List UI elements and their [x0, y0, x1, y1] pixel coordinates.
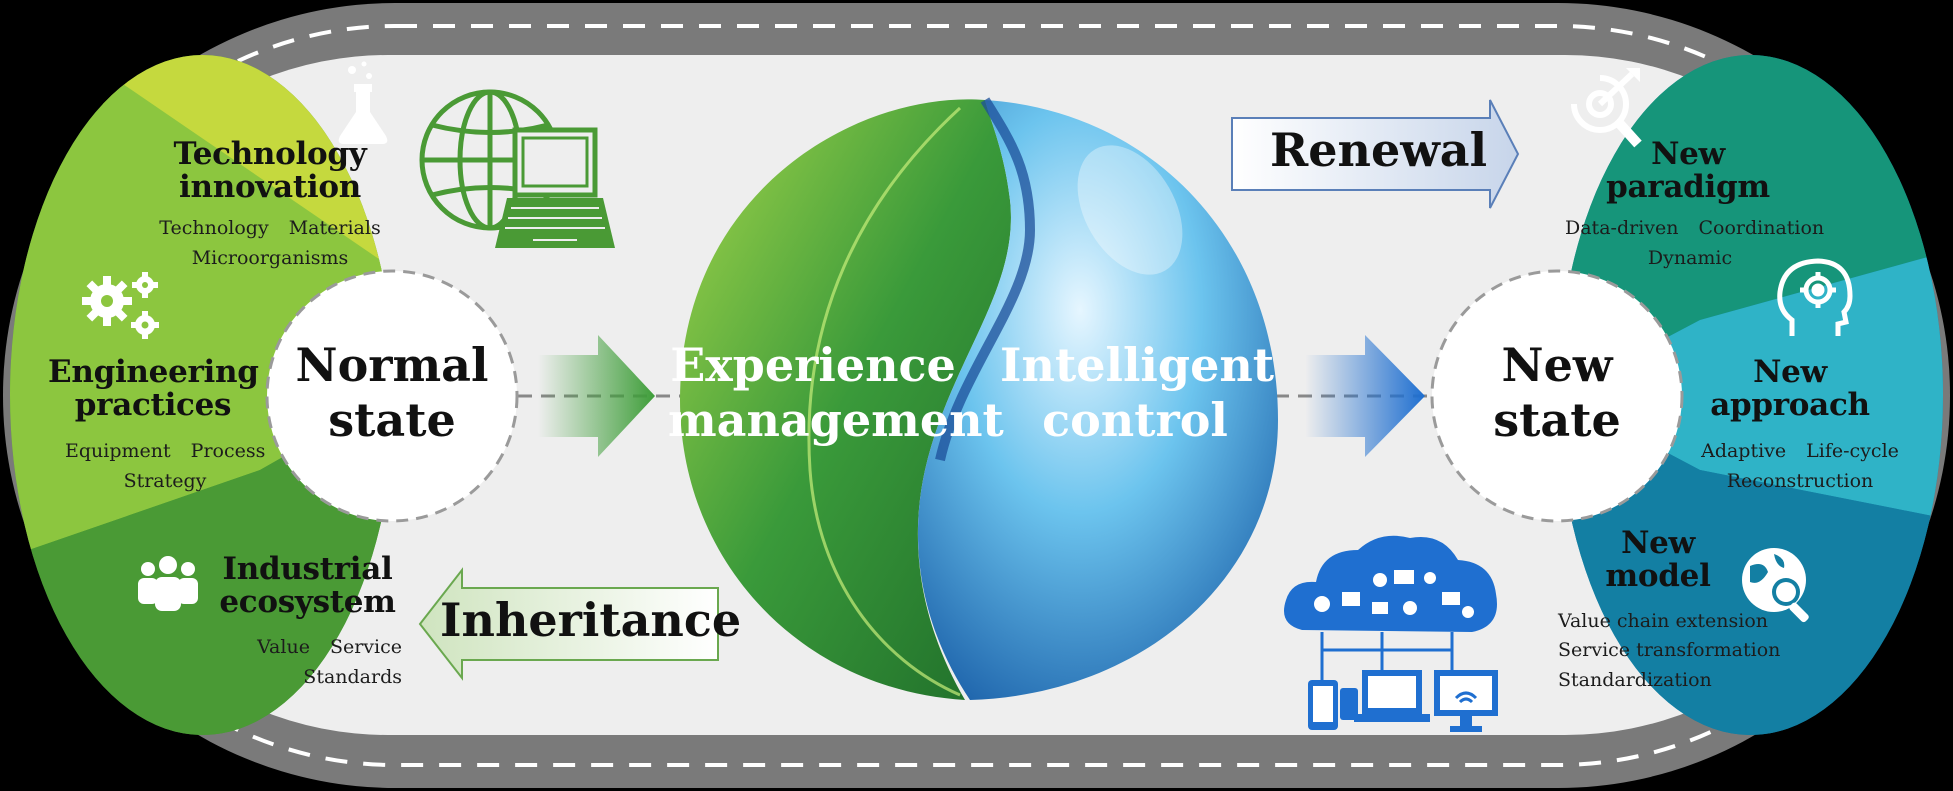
new-approach-title-line-2: approach	[1710, 386, 1870, 423]
new-approach-title: New approach	[1690, 356, 1890, 421]
item-service: Service	[329, 636, 402, 658]
engineering-practices-title-line-2: practices	[74, 386, 232, 423]
item-materials: Materials	[288, 217, 381, 239]
item-adaptive: Adaptive	[1701, 440, 1787, 462]
item-value: Value	[257, 636, 310, 658]
blue-drop-half	[917, 100, 1278, 700]
new-state-label: New state	[1457, 338, 1657, 448]
industrial-ecosystem-title-line-2: ecosystem	[219, 583, 396, 620]
item-standards: Standards	[303, 666, 402, 689]
item-microorganisms: Microorganisms	[191, 247, 349, 270]
new-state-circle	[1430, 269, 1684, 523]
road-lane-dashes	[24, 24, 1929, 767]
drop-dark-edge	[935, 97, 1036, 462]
item-technology: Technology	[159, 217, 269, 239]
item-service-transformation: Service transformation	[1558, 639, 1781, 662]
new-state-line-1: New	[1501, 338, 1613, 392]
inheritance-label: Inheritance	[440, 593, 742, 647]
industrial-ecosystem-title: Industrial ecosystem	[205, 553, 410, 618]
normal-state-circle	[265, 269, 519, 523]
technology-innovation-items: Technology Materials Microorganisms	[140, 213, 400, 274]
item-coordination: Coordination	[1698, 217, 1825, 239]
item-dynamic: Dynamic	[1647, 247, 1733, 270]
technology-innovation-title-line-2: innovation	[179, 168, 361, 205]
engineering-practices-title-line-1: Engineering	[48, 354, 259, 390]
new-paradigm-title-line-1: New	[1651, 136, 1725, 172]
item-life-cycle: Life-cycle	[1806, 440, 1899, 462]
item-value-chain-extension: Value chain extension	[1558, 610, 1769, 632]
leaf-vein	[807, 106, 962, 697]
renewal-label: Renewal	[1270, 123, 1488, 177]
new-model-title: New model	[1588, 527, 1728, 592]
drop-highlight	[1077, 145, 1183, 275]
management-line: management	[668, 393, 1004, 448]
new-paradigm-title: New paradigm	[1588, 138, 1788, 203]
head-gear-icon	[1777, 258, 1853, 336]
item-equipment: Equipment	[65, 440, 171, 462]
engineering-practices-items: Equipment Process Strategy	[55, 436, 275, 497]
experience-intelligence-sphere	[680, 97, 1278, 701]
engineering-practices-title: Engineering practices	[48, 354, 259, 423]
intelligent-line: Intelligent	[1000, 338, 1275, 392]
new-paradigm-items: Data-driven Coordination Dynamic	[1555, 213, 1825, 274]
renewal-arrow	[1231, 99, 1520, 209]
cloud-devices-icon	[1284, 535, 1498, 732]
inheritance-arrow	[418, 567, 719, 681]
technology-innovation-title-line-1: Technology	[173, 136, 367, 172]
new-approach-title-line-1: New	[1753, 354, 1827, 390]
experience-line: Experience	[670, 338, 956, 392]
target-magnifier-icon	[1571, 68, 1642, 148]
intelligent-control-label: Intelligent control	[1000, 338, 1275, 448]
new-model-title-line-1: New	[1621, 525, 1695, 561]
technology-innovation-title: Technology innovation	[170, 138, 370, 203]
new-model-items: Value chain extension Service transforma…	[1558, 607, 1798, 695]
globe-search-icon	[1742, 548, 1809, 623]
industrial-ecosystem-items: Value Service Standards	[212, 632, 412, 693]
item-process: Process	[190, 440, 266, 462]
normal-state-line-2: state	[328, 393, 456, 448]
control-line: control	[1042, 393, 1228, 448]
new-model-title-line-2: model	[1605, 557, 1711, 594]
new-approach-items: Adaptive Life-cycle Reconstruction	[1685, 436, 1915, 497]
normal-state-label: Normal state	[292, 338, 492, 448]
blue-flow-arrow	[1305, 335, 1425, 457]
new-state-line-2: state	[1493, 393, 1621, 448]
green-flow-arrow	[538, 335, 655, 457]
item-strategy: Strategy	[123, 470, 207, 493]
flask-icon	[338, 61, 388, 144]
people-group-icon	[138, 556, 198, 611]
normal-state-line-1: Normal	[295, 338, 489, 392]
new-paradigm-title-line-2: paradigm	[1606, 168, 1770, 205]
globe-laptop-icon	[419, 89, 615, 248]
item-data-driven: Data-driven	[1565, 217, 1679, 239]
item-reconstruction: Reconstruction	[1726, 470, 1874, 493]
experience-management-label: Experience management	[668, 338, 1004, 448]
item-standardization: Standardization	[1558, 668, 1712, 691]
sector-new-approach	[1558, 250, 1943, 520]
industrial-ecosystem-title-line-1: Industrial	[222, 551, 393, 587]
green-leaf-half	[680, 99, 1011, 701]
gears-icon	[82, 272, 159, 339]
